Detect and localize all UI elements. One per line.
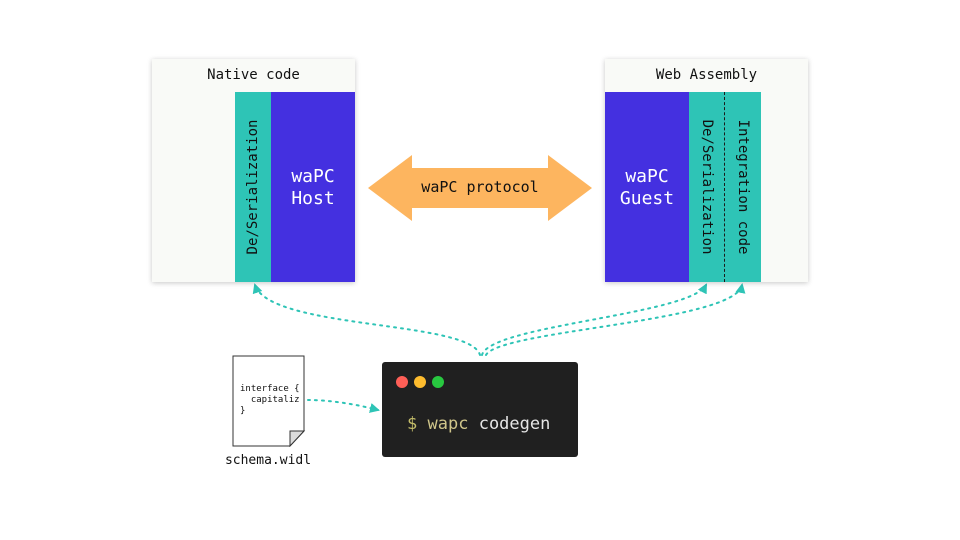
terminal-window: $ wapc codegen [382,362,578,457]
connector-schema-to-terminal [307,399,380,413]
schema-filename: schema.widl [224,453,312,468]
schema-code-line: } [240,406,246,416]
divider-dashed-line [724,92,725,282]
terminal-command-name: wapc [427,414,469,434]
schema-code-line: capitaliz [240,395,300,405]
schema-code-line: interface { [240,384,300,394]
close-dot-icon [396,376,408,388]
wapc-guest-block: waPC Guest [605,92,689,282]
terminal-prompt: $ [407,414,418,434]
native-serialization-block: De/Serialization [235,92,271,282]
wapc-guest-label: waPC Guest [619,166,675,209]
connector-to-native-serialization [252,283,481,356]
terminal-command-arg: codegen [478,414,551,434]
connector-to-integration-code [485,283,746,356]
wapc-protocol-arrow [368,155,592,221]
schema-document-icon [232,355,306,447]
wapc-protocol-label: waPC protocol [421,178,539,196]
web-assembly-title: Web Assembly [655,67,758,83]
wapc-host-label: waPC Host [291,166,335,209]
native-serialization-label: De/Serialization [245,119,261,255]
wasm-integration-block: De/Serialization Integration code [689,92,761,282]
wapc-host-block: waPC Host [271,92,355,282]
maximize-dot-icon [432,376,444,388]
wasm-serialization-label: De/Serialization [699,119,715,255]
native-code-title: Native code [207,67,300,83]
integration-code-label: Integration code [735,119,751,255]
terminal-command: $ wapc codegen [407,414,550,434]
minimize-dot-icon [414,376,426,388]
connector-to-wasm-serialization [481,283,707,356]
